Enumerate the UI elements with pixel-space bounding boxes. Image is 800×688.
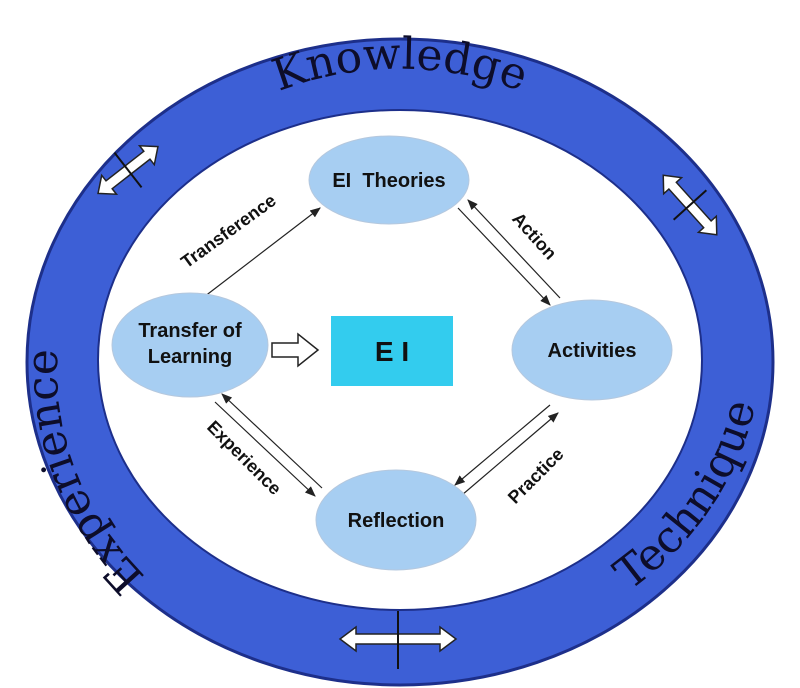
arrow-activities-to-theories: [467, 199, 561, 299]
node-transfer: [111, 292, 269, 398]
center-label: E I: [375, 336, 409, 367]
arrow-reflection-to-transfer: [221, 393, 323, 489]
center-box: [331, 316, 453, 386]
arrow-reflection-to-activities: [461, 412, 559, 496]
node-activities: [511, 299, 673, 401]
node-theories-label: EI Theories: [332, 170, 445, 192]
node-activities-label: Activities: [548, 340, 637, 362]
node-reflection-label: Reflection: [348, 510, 445, 532]
arrow-activities-to-reflection: [454, 404, 551, 486]
double-arrow-icon-bottom: [338, 611, 458, 669]
node-theories: [308, 135, 470, 225]
connectors: [199, 199, 561, 497]
arrow-theories-to-activities: [457, 207, 551, 306]
arrow-transfer-to-theories: [199, 207, 321, 301]
double-arrow-icon-upper-right: [662, 174, 718, 236]
node-transfer-label-line1: Transfer of: [138, 320, 242, 342]
node-transfer-label-line2: Learning: [148, 346, 232, 368]
node-reflection: [315, 469, 477, 571]
hollow-arrow-icon: [271, 332, 320, 368]
arrow-transfer-to-reflection: [214, 401, 316, 497]
double-arrow-icon-upper-left: [97, 144, 159, 196]
